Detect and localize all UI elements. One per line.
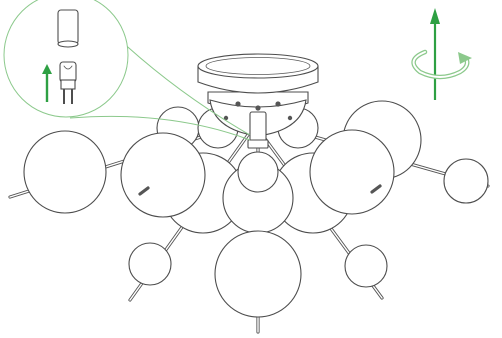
globe-far-left	[23, 130, 107, 214]
bulb-callout	[3, 0, 251, 141]
g9-bulb	[59, 61, 77, 104]
callout-circle	[3, 0, 129, 118]
insert-up-arrow-icon	[42, 64, 52, 102]
bulb-cover	[57, 9, 79, 48]
globe-bottom-left	[128, 242, 172, 286]
globe-bottom-right	[344, 244, 388, 288]
globe-bottom-center	[214, 230, 302, 318]
globe-mid-left	[120, 132, 206, 218]
up-arrow-icon	[430, 8, 440, 24]
globe-far-right	[443, 158, 489, 204]
globe-upper-center	[237, 151, 279, 193]
globe-mid-right	[309, 129, 395, 215]
center-bulb	[247, 111, 269, 149]
rotation-indicator	[411, 8, 472, 100]
ceiling-canopy	[197, 53, 319, 137]
globe-sockets	[138, 184, 382, 196]
bottom-globes	[128, 230, 388, 318]
upper-globes	[197, 107, 319, 193]
